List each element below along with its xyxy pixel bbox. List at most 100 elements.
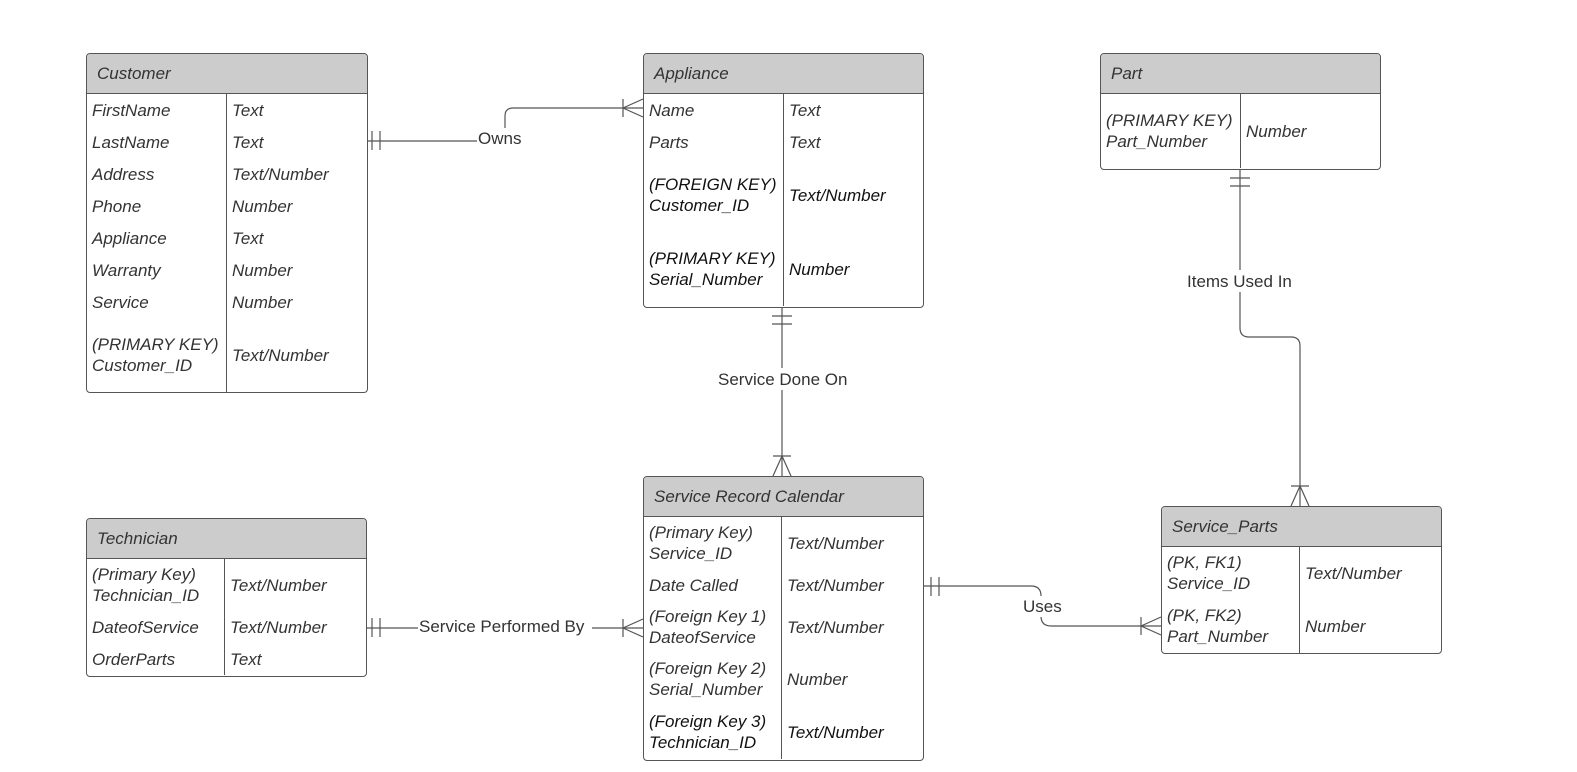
attribute-name: (PRIMARY KEY) Customer_ID: [92, 335, 219, 375]
attribute-row: (PRIMARY KEY) Part_Number Number: [1101, 94, 1380, 168]
entity-title: Service Record Calendar: [644, 477, 923, 517]
attribute-type: Text/Number: [789, 185, 886, 205]
uses-many-crowfoot: [1140, 616, 1162, 636]
attribute-type: Text/Number: [230, 617, 327, 637]
attribute-type: Number: [1246, 121, 1307, 141]
attribute-name: Phone: [92, 196, 142, 216]
attribute-row: FirstName Text: [87, 94, 367, 126]
attribute-name: (PRIMARY KEY) Part_Number: [1106, 111, 1233, 151]
attribute-type: Text: [232, 100, 264, 120]
attribute-type: Text/Number: [787, 722, 884, 742]
service-record-calendar-entity: Service Record Calendar (Primary Key) Se…: [643, 476, 924, 761]
attribute-row: (Foreign Key 3) Technician_ID Text/Numbe…: [644, 705, 923, 759]
attribute-name: (PRIMARY KEY) Serial_Number: [649, 249, 776, 289]
attribute-name: OrderParts: [92, 649, 176, 669]
attribute-type: Text/Number: [232, 345, 329, 365]
attribute-name: (Foreign Key 1) DateofService: [649, 607, 767, 647]
attribute-type: Text/Number: [787, 533, 884, 553]
attribute-row: LastName Text: [87, 126, 367, 158]
entity-title: Service_Parts: [1162, 507, 1441, 547]
service-performed-by-many-crowfoot: [622, 618, 644, 638]
attribute-type: Text: [230, 649, 262, 669]
attribute-name: Date Called: [649, 575, 738, 595]
attribute-row: Parts Text: [644, 126, 923, 158]
attribute-name: Parts: [649, 132, 689, 152]
service-done-on-label: Service Done On: [717, 370, 849, 390]
attribute-name: (Foreign Key 3) Technician_ID: [649, 712, 767, 752]
service-parts-entity: Service_Parts (PK, FK1) Service_ID Text/…: [1161, 506, 1442, 654]
attribute-name: (Primary Key) Service_ID: [649, 523, 753, 563]
attribute-type: Text: [789, 132, 821, 152]
attribute-row: OrderParts Text: [87, 643, 366, 675]
attribute-type: Text/Number: [230, 575, 327, 595]
attribute-name: (PK, FK1) Service_ID: [1167, 553, 1251, 593]
entity-attributes: (PRIMARY KEY) Part_Number Number: [1101, 94, 1380, 168]
attribute-row: Phone Number: [87, 190, 367, 222]
attribute-name: FirstName: [92, 100, 171, 120]
attribute-type: Number: [232, 292, 293, 312]
entity-title: Customer: [87, 54, 367, 94]
entity-attributes: (Primary Key) Service_ID Text/Number Dat…: [644, 517, 923, 759]
attribute-row: (Foreign Key 1) DateofService Text/Numbe…: [644, 601, 923, 653]
attribute-row: Warranty Number: [87, 254, 367, 286]
owns-label: Owns: [477, 129, 523, 149]
attribute-name: LastName: [92, 132, 170, 152]
attribute-row: (PK, FK2) Part_Number Number: [1162, 599, 1441, 653]
attribute-type: Text: [789, 100, 821, 120]
attribute-row: Address Text/Number: [87, 158, 367, 190]
attribute-row: (Primary Key) Technician_ID Text/Number: [87, 559, 366, 611]
attribute-type: Text/Number: [232, 164, 329, 184]
part-entity: Part (PRIMARY KEY) Part_Number Number: [1100, 53, 1381, 170]
items-used-in-connector-lower: [1239, 292, 1301, 506]
owns-many-crowfoot: [622, 98, 644, 118]
uses-label: Uses: [1022, 597, 1063, 617]
attribute-name: (FOREIGN KEY) Customer_ID: [649, 175, 777, 215]
entity-title: Part: [1101, 54, 1380, 94]
attribute-row: Name Text: [644, 94, 923, 126]
attribute-name: (Primary Key) Technician_ID: [92, 565, 200, 605]
service-performed-by-label: Service Performed By: [418, 617, 586, 637]
attribute-name: DateofService: [92, 617, 199, 637]
items-used-in-label: Items Used In: [1186, 272, 1293, 292]
attribute-type: Number: [232, 196, 293, 216]
attribute-row: (PRIMARY KEY) Serial_Number Number: [644, 232, 923, 306]
attribute-row: Appliance Text: [87, 222, 367, 254]
attribute-row: (Foreign Key 2) Serial_Number Number: [644, 653, 923, 705]
attribute-row: (PK, FK1) Service_ID Text/Number: [1162, 547, 1441, 599]
attribute-row: (PRIMARY KEY) Customer_ID Text/Number: [87, 318, 367, 392]
attribute-row: (FOREIGN KEY) Customer_ID Text/Number: [644, 158, 923, 232]
attribute-type: Number: [1305, 616, 1366, 636]
attribute-type: Text: [232, 228, 264, 248]
attribute-type: Number: [789, 259, 850, 279]
attribute-name: Name: [649, 100, 695, 120]
attribute-name: (Foreign Key 2) Serial_Number: [649, 659, 767, 699]
appliance-entity: Appliance Name Text Parts Text (FOREIGN …: [643, 53, 924, 308]
entity-title: Appliance: [644, 54, 923, 94]
entity-attributes: (Primary Key) Technician_ID Text/Number …: [87, 559, 366, 675]
attribute-name: Address: [92, 164, 155, 184]
attribute-row: DateofService Text/Number: [87, 611, 366, 643]
attribute-name: Warranty: [92, 260, 161, 280]
attribute-type: Number: [787, 669, 848, 689]
uses-connector-upper: [922, 585, 1042, 597]
attribute-row: Service Number: [87, 286, 367, 318]
entity-attributes: FirstName Text LastName Text Address Tex…: [87, 94, 367, 392]
technician-entity: Technician (Primary Key) Technician_ID T…: [86, 518, 367, 677]
attribute-name: Appliance: [92, 228, 167, 248]
entity-title: Technician: [87, 519, 366, 559]
owns-connector-upper: [504, 107, 643, 128]
attribute-name: Service: [92, 292, 149, 312]
entity-attributes: Name Text Parts Text (FOREIGN KEY) Custo…: [644, 94, 923, 306]
service-done-on-many-crowfoot: [772, 455, 792, 477]
attribute-row: (Primary Key) Service_ID Text/Number: [644, 517, 923, 569]
attribute-type: Text/Number: [787, 575, 884, 595]
attribute-type: Text: [232, 132, 264, 152]
attribute-row: Date Called Text/Number: [644, 569, 923, 601]
attribute-type: Number: [232, 260, 293, 280]
attribute-name: (PK, FK2) Part_Number: [1167, 606, 1269, 646]
uses-connector-lower: [1040, 615, 1161, 627]
attribute-type: Text/Number: [1305, 563, 1402, 583]
entity-attributes: (PK, FK1) Service_ID Text/Number (PK, FK…: [1162, 547, 1441, 653]
customer-entity: Customer FirstName Text LastName Text Ad…: [86, 53, 368, 393]
